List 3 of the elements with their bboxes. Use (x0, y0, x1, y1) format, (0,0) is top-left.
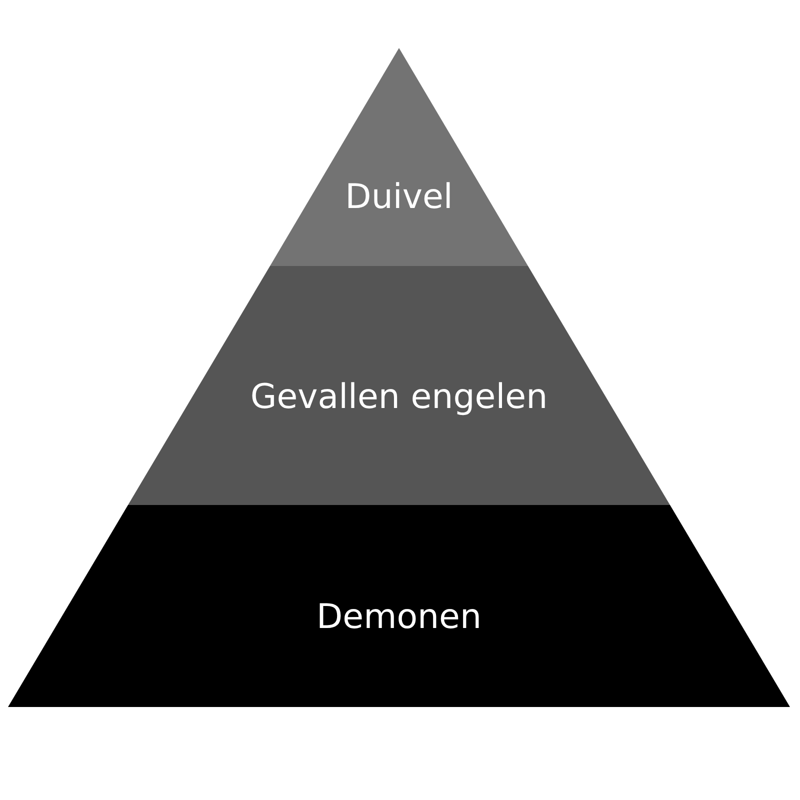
tier-label: Demonen (316, 597, 482, 637)
tier-label: Duivel (345, 177, 453, 217)
tier-label: Gevallen engelen (250, 377, 548, 417)
